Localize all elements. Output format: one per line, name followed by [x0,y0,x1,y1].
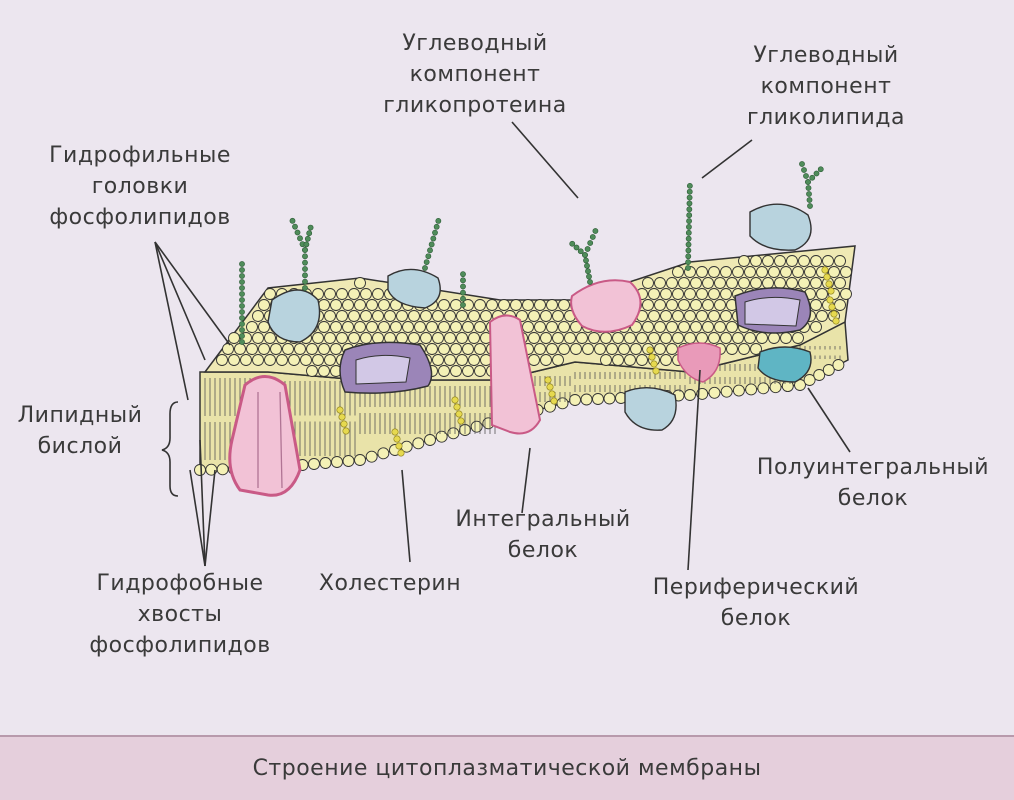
leader-carb-glycoprotein [511,121,579,199]
label-carb-glycoprotein: Углеводный компонент гликопротеина [383,31,567,118]
carbohydrate-chain-7b [805,166,824,185]
cholesterol-molecules [336,266,840,457]
carbohydrate-chain-1 [239,261,245,345]
label-hydrophobic-tails: Гидрофобные хвосты фосфолипидов [89,571,271,658]
carbohydrate-chain-6 [685,182,693,271]
leader-heads-2 [154,241,231,346]
carbohydrate-chain-2b [302,224,314,253]
leader-tails-2 [199,439,206,567]
semi-integral-protein [757,346,812,383]
label-hydrophilic-heads: Гидрофильные головки фосфолипидов [49,143,231,230]
peripheral-protein-blue-bottom [624,387,677,431]
peripheral-protein-pink [677,342,721,383]
integral-protein-channel [228,375,302,497]
leader-lines [154,121,851,571]
integral-protein-center [488,314,542,435]
leader-cholesterol [401,469,411,563]
carbohydrate-chain-3 [422,217,442,271]
glycoprotein-right [570,279,642,333]
leader-heads-1 [154,241,206,361]
label-semi-integral-protein: Полуинтегральный белок [756,455,990,511]
carbohydrate-chain-7 [799,161,813,209]
carbohydrate-chain-5b [582,228,599,258]
caption-text: Строение цитоплазматической мембраны [252,756,762,781]
label-carb-glycolipid: Углеводный компонент гликолипида [747,43,905,130]
carbohydrate-chain-2 [289,217,308,291]
leader-tails-3 [204,469,216,567]
membrane-diagram: Углеводный компонент гликопротеина Углев… [17,31,990,658]
leader-tails-1 [189,469,206,567]
leader-carb-glycolipid [701,139,753,179]
leader-peripheral [687,369,701,571]
label-cholesterol: Холестерин [318,571,462,596]
leader-integral [521,447,531,514]
glycoprotein-left [267,289,321,343]
glycoprotein-mid [387,268,441,309]
label-lipid-bilayer: Липидный бислой [17,403,143,459]
membrane-illustration [154,121,856,571]
glycoprotein-top-right [749,203,812,251]
label-peripheral-protein: Периферический белок [652,575,860,631]
leader-semi-integral [807,387,851,453]
leader-heads-3 [154,241,189,401]
caption-bar: Строение цитоплазматической мембраны [0,735,1014,800]
label-integral-protein: Интегральный белок [455,507,631,563]
carbohydrate-chain-4 [460,271,466,308]
bilayer-bracket [161,401,179,497]
